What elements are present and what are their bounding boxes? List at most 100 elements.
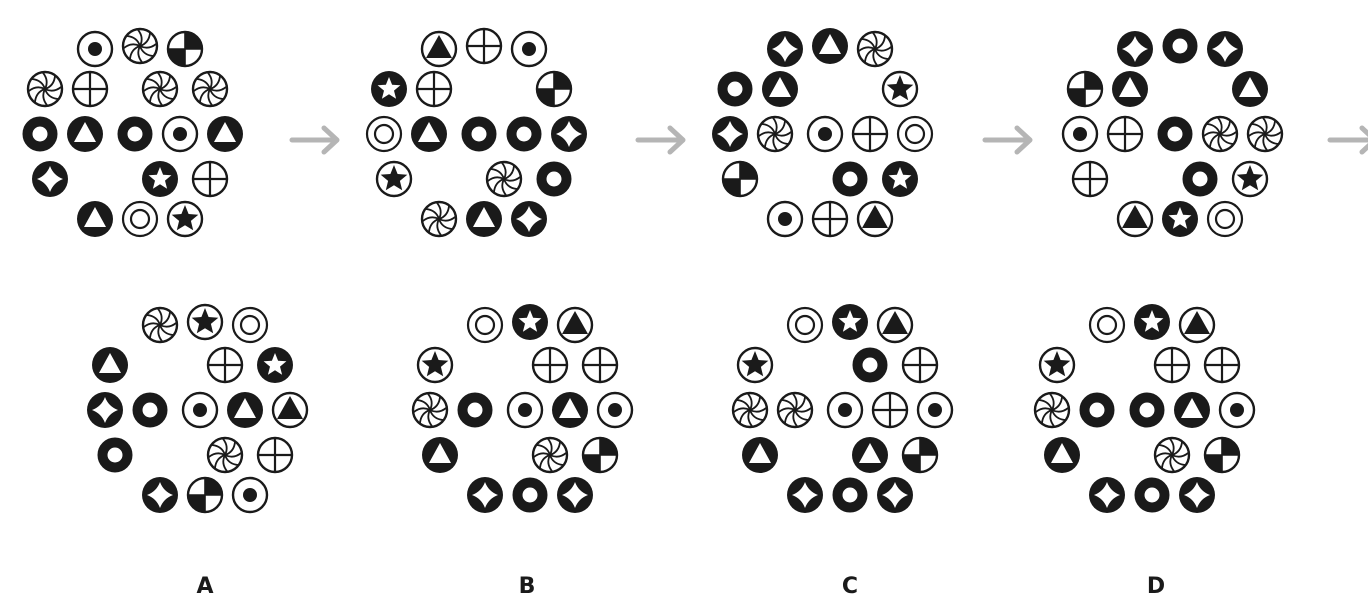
thick-ring-icon <box>518 483 543 508</box>
option-a-pattern[interactable] <box>87 303 309 514</box>
four-point-star-icon <box>87 392 123 428</box>
four-point-star-icon <box>877 477 913 513</box>
four-point-star-icon <box>712 116 748 152</box>
black-star-icon <box>416 346 454 384</box>
cross-circle-icon <box>851 115 889 153</box>
white-triangle-icon <box>852 437 888 473</box>
black-star-icon <box>736 346 774 384</box>
sequence-pattern-3 <box>712 28 934 238</box>
quartered-circle-icon <box>186 476 224 514</box>
thick-ring-icon <box>1140 483 1165 508</box>
dot-icon <box>161 115 199 153</box>
dot-icon <box>506 391 544 429</box>
quartered-circle-icon <box>721 160 759 198</box>
option-b-label[interactable]: B <box>518 574 536 599</box>
cross-circle-icon <box>206 346 244 384</box>
thin-ring-icon <box>466 306 504 344</box>
cross-circle-icon <box>871 391 909 429</box>
black-star-icon <box>166 200 204 238</box>
cross-circle-icon <box>901 346 939 384</box>
cross-circle-icon <box>1203 346 1241 384</box>
option-c-label[interactable]: C <box>841 574 859 599</box>
thick-ring-icon <box>838 483 863 508</box>
four-point-star-icon <box>32 161 68 197</box>
swirl-icon <box>141 70 179 108</box>
option-d-label[interactable]: D <box>1146 574 1166 599</box>
quartered-circle-icon <box>535 70 573 108</box>
dot-icon <box>231 476 269 514</box>
swirl-icon <box>1201 115 1239 153</box>
four-point-star-icon <box>1207 31 1243 67</box>
dot-icon <box>1061 115 1099 153</box>
cross-circle-icon <box>1071 160 1109 198</box>
sequence-arrows <box>289 125 1368 155</box>
thin-ring-icon <box>1088 306 1126 344</box>
thick-ring-icon <box>1168 34 1193 59</box>
quartered-circle-icon <box>1066 70 1104 108</box>
swirl-icon <box>776 391 814 429</box>
arrow-icon <box>982 125 1033 155</box>
four-point-star-icon <box>467 477 503 513</box>
arrow-icon <box>289 125 340 155</box>
dot-icon <box>510 30 548 68</box>
four-point-star-icon <box>557 477 593 513</box>
option-a-label[interactable]: A <box>196 574 214 599</box>
cross-circle-icon <box>581 346 619 384</box>
white-triangle-icon <box>1044 437 1080 473</box>
cross-circle-icon <box>71 70 109 108</box>
thick-ring-icon <box>1163 122 1188 147</box>
white-triangle-icon <box>552 392 588 428</box>
sequence-pattern-4 <box>1061 31 1284 238</box>
dot-icon <box>181 391 219 429</box>
option-d-pattern[interactable] <box>1033 304 1256 513</box>
dot-icon <box>1218 391 1256 429</box>
sequence-row <box>28 27 1284 238</box>
thick-ring-icon <box>28 122 53 147</box>
swirl-icon <box>485 160 523 198</box>
dot-icon <box>596 391 634 429</box>
white-triangle-icon <box>1112 71 1148 107</box>
white-triangle-icon <box>466 201 502 237</box>
quartered-circle-icon <box>581 436 619 474</box>
four-point-star-icon <box>142 477 178 513</box>
option-b-pattern[interactable] <box>411 304 634 513</box>
swirl-icon <box>531 436 569 474</box>
quartered-circle-icon <box>901 436 939 474</box>
thick-ring-icon <box>838 167 863 192</box>
black-star-icon <box>1038 346 1076 384</box>
thin-ring-icon <box>786 306 824 344</box>
black-star-icon <box>881 70 919 108</box>
black-triangle-icon <box>1116 200 1154 238</box>
white-triangle-icon <box>812 28 848 64</box>
black-star-icon <box>375 160 413 198</box>
white-triangle-icon <box>227 392 263 428</box>
swirl-icon <box>1033 391 1071 429</box>
swirl-icon <box>411 391 449 429</box>
swirl-icon <box>191 70 229 108</box>
swirl-icon <box>731 391 769 429</box>
white-triangle-icon <box>411 116 447 152</box>
swirl-icon <box>206 436 244 474</box>
four-point-star-icon <box>511 201 547 237</box>
option-c-pattern[interactable] <box>731 304 954 513</box>
white-triangle-icon <box>67 116 103 152</box>
cross-circle-icon <box>465 27 503 65</box>
thin-ring-icon <box>121 200 159 238</box>
white-triangle-icon <box>1232 71 1268 107</box>
thick-ring-icon <box>1188 167 1213 192</box>
white-triangle-icon <box>92 347 128 383</box>
cross-circle-icon <box>415 70 453 108</box>
thick-ring-icon <box>138 398 163 423</box>
black-triangle-icon <box>420 30 458 68</box>
thin-ring-icon <box>231 306 269 344</box>
thick-ring-icon <box>858 353 883 378</box>
swirl-icon <box>121 27 159 65</box>
sequence-pattern-2 <box>365 27 587 238</box>
thin-ring-icon <box>896 115 934 153</box>
black-triangle-icon <box>271 391 309 429</box>
thick-ring-icon <box>103 443 128 468</box>
thick-ring-icon <box>542 167 567 192</box>
cross-circle-icon <box>1106 115 1144 153</box>
black-triangle-icon <box>876 306 914 344</box>
cross-circle-icon <box>531 346 569 384</box>
